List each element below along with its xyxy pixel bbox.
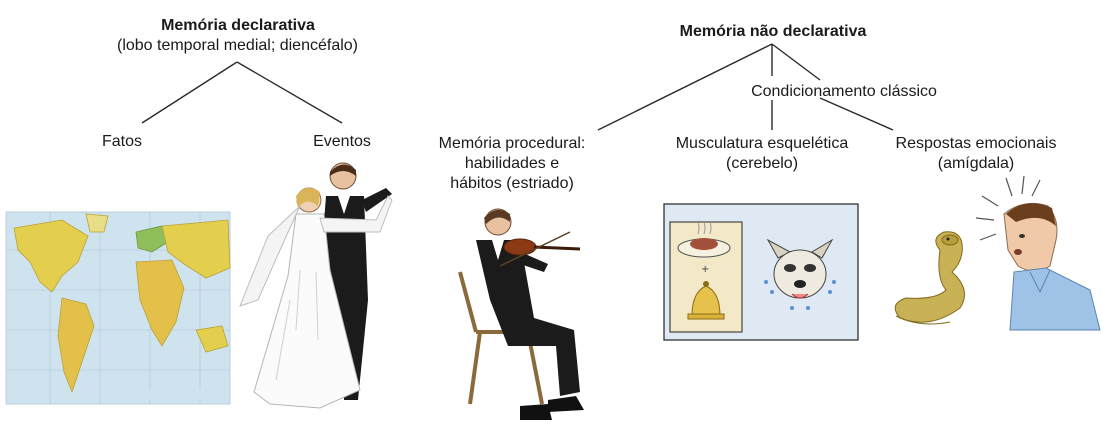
nondeclarative-memory-title: Memória não declarativa <box>679 23 867 40</box>
events-label: Eventos <box>313 133 371 150</box>
procedural-memory-label: Memória procedural: habilidades e hábito… <box>438 135 586 192</box>
declarative-memory-title: Memória declarativa <box>161 17 315 34</box>
facts-label: Fatos <box>101 133 142 150</box>
classical-conditioning-label: Condicionamento clássico <box>751 83 937 100</box>
emotional-responses-label: Respostas emocionais (amígdala) <box>895 135 1057 172</box>
declarative-memory-subtitle: (lobo temporal medial; diencéfalo) <box>116 37 358 54</box>
skeletal-musculature-label: Musculatura esquelética (cerebelo) <box>675 135 849 172</box>
svg-text:+: + <box>701 264 709 275</box>
